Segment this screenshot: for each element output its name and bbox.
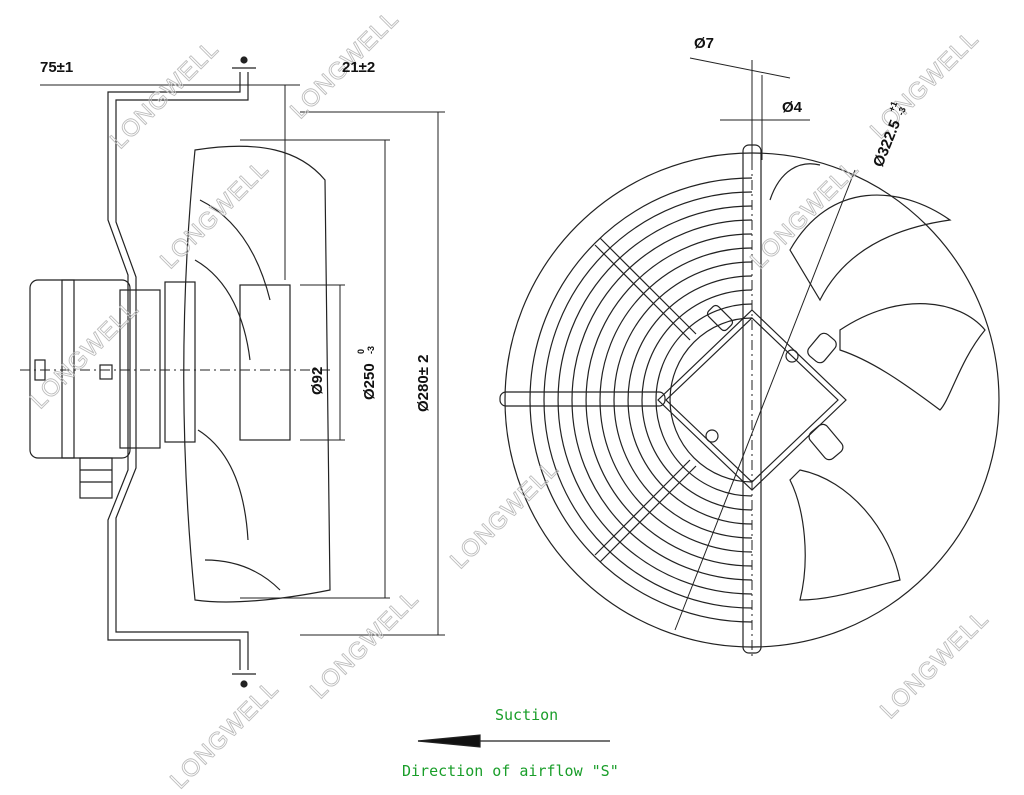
watermark-3: LONGWELL [155, 155, 274, 274]
dim-280: Ø280± 2 [415, 355, 432, 412]
watermark-6: LONGWELL [305, 585, 424, 704]
dim-75: 75±1 [40, 59, 73, 76]
dim-7: Ø7 [694, 35, 714, 52]
dim-250: Ø250 [361, 363, 378, 400]
side-dimensions [20, 84, 445, 636]
front-guard-spiral [529, 177, 753, 623]
watermark-10: LONGWELL [165, 675, 284, 794]
dim-322-tol-lower: -3 [896, 106, 908, 117]
side-mount-bracket [107, 56, 256, 688]
front-dimensions [674, 57, 856, 660]
dim-92: Ø92 [309, 367, 326, 395]
watermark-5: LONGWELL [445, 455, 564, 574]
watermarks: LONGWELL LONGWELL LONGWELL LONGWELL LONG… [25, 5, 995, 795]
watermark-7: LONGWELL [745, 155, 864, 274]
dim-4: Ø4 [782, 99, 803, 116]
dim-250-tol-upper: 0 [356, 349, 366, 354]
airflow-label: Direction of airflow "S" [402, 762, 619, 780]
side-hub [164, 281, 291, 443]
watermark-9: LONGWELL [875, 605, 994, 724]
watermark-8: LONGWELL [865, 25, 984, 144]
dim-21: 21±2 [342, 59, 375, 76]
front-blades [769, 163, 986, 601]
dim-250-tol-lower: -3 [366, 346, 376, 354]
watermark-1: LONGWELL [105, 35, 224, 154]
watermark-4: LONGWELL [25, 295, 144, 414]
dim-322-tol-upper: +1 [886, 100, 899, 113]
front-guard-rods [499, 144, 762, 654]
suction-label: Suction [495, 706, 558, 724]
airflow-arrow [417, 734, 610, 748]
side-blades [183, 145, 331, 603]
